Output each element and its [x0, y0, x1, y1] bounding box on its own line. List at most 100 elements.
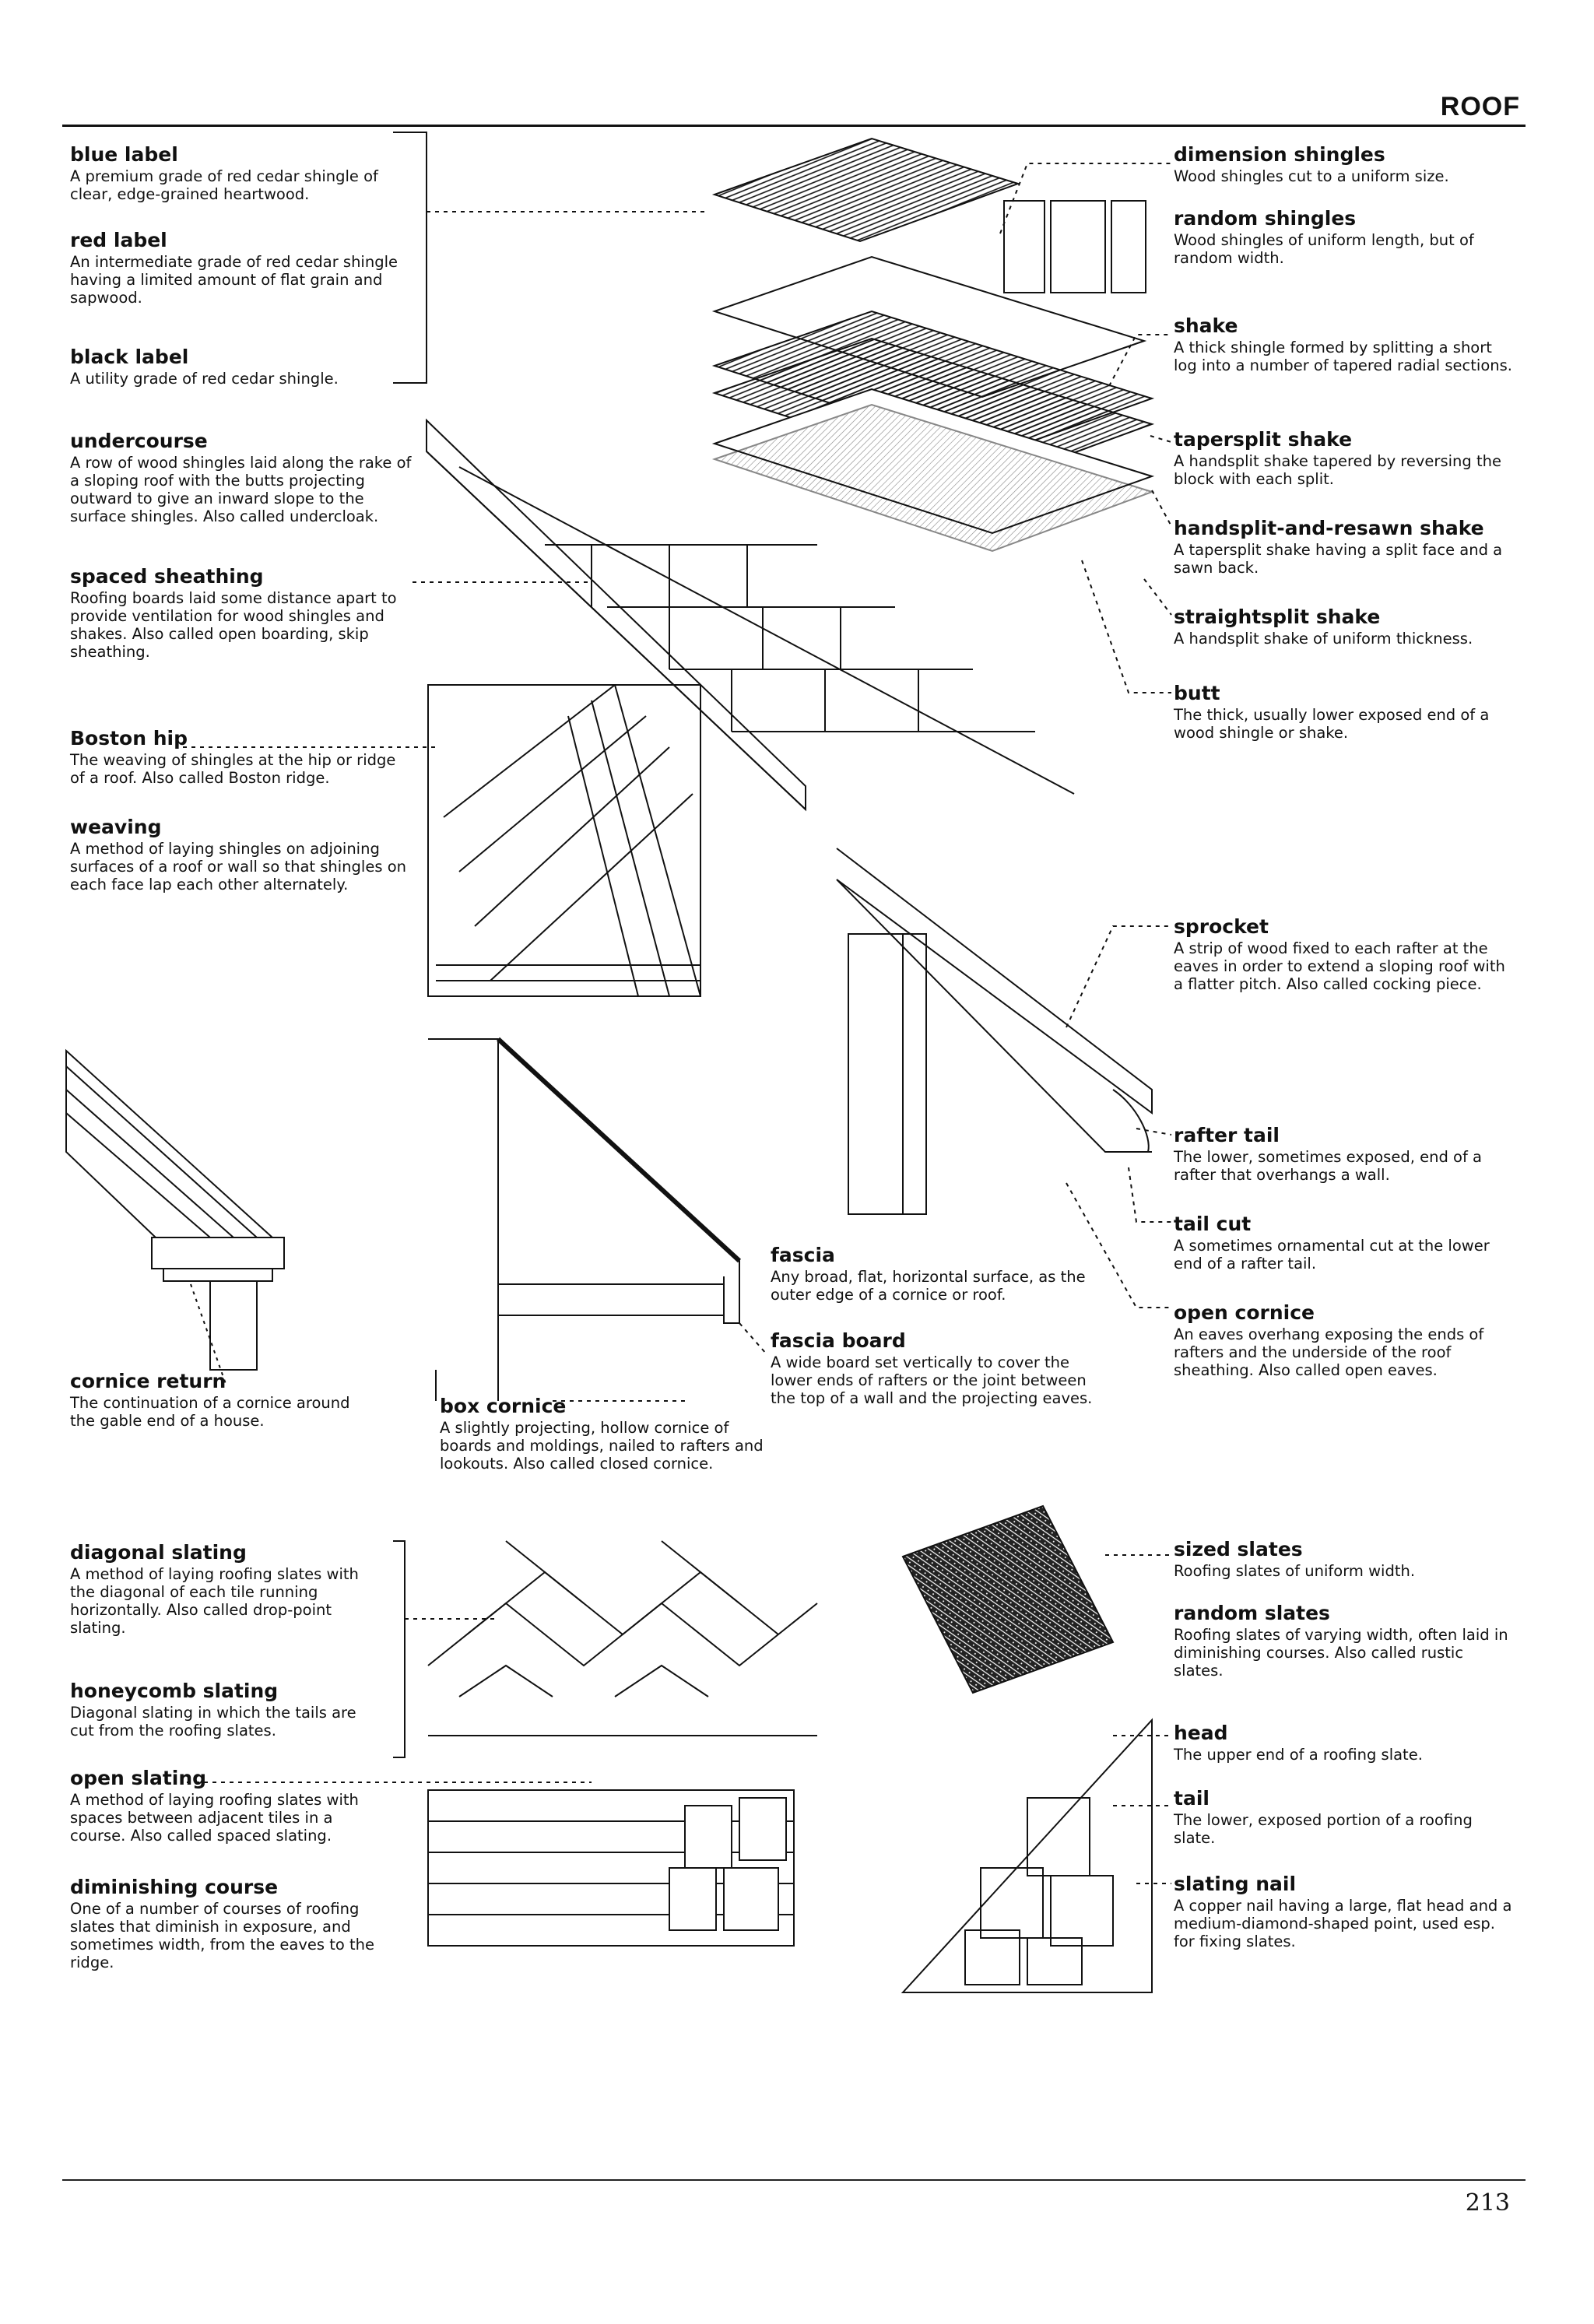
entry-blue-label: blue label A premium grade of red cedar …	[70, 143, 405, 203]
term: random slates	[1174, 1602, 1330, 1624]
definition: A slightly projecting, hollow cornice of…	[440, 1419, 764, 1473]
entry-tail-cut: tail cut A sometimes ornamental cut at t…	[1174, 1213, 1516, 1273]
entry-fascia-board: fascia board A wide board set vertically…	[771, 1329, 1097, 1407]
definition: One of a number of courses of roofing sl…	[70, 1900, 375, 1971]
definition: Diagonal slating in which the tails are …	[70, 1704, 356, 1739]
definition: An intermediate grade of red cedar shing…	[70, 253, 398, 307]
term: spaced sheathing	[70, 565, 264, 588]
entry-spaced-sheathing: spaced sheathing Roofing boards laid som…	[70, 565, 413, 661]
entry-straightsplit-shake: straightsplit shake A handsplit shake of…	[1174, 606, 1516, 648]
term: tapersplit shake	[1174, 428, 1353, 451]
sized-slate-drawing	[901, 1504, 1115, 1694]
entry-cornice-return: cornice return The continuation of a cor…	[70, 1370, 366, 1430]
entry-open-cornice: open cornice An eaves overhang exposing …	[1174, 1301, 1516, 1379]
definition: A method of laying roofing slates with s…	[70, 1791, 359, 1845]
entry-slating-nail: slating nail A copper nail having a larg…	[1174, 1873, 1516, 1950]
definition: The thick, usually lower exposed end of …	[1174, 706, 1490, 742]
term: open slating	[70, 1767, 207, 1789]
definition: The lower, sometimes exposed, end of a r…	[1174, 1148, 1482, 1184]
entry-tapersplit-shake: tapersplit shake A handsplit shake taper…	[1174, 428, 1516, 488]
definition: Roofing slates of varying width, often l…	[1174, 1626, 1508, 1680]
entry-butt: butt The thick, usually lower exposed en…	[1174, 682, 1516, 742]
definition: An eaves overhang exposing the ends of r…	[1174, 1325, 1484, 1379]
entry-diminishing-course: diminishing course One of a number of co…	[70, 1876, 381, 1971]
term: blue label	[70, 143, 178, 166]
open-cornice-drawing	[836, 848, 1153, 1215]
definition: Wood shingles cut to a uniform size.	[1174, 167, 1449, 185]
term: box cornice	[440, 1395, 567, 1417]
definition: Any broad, flat, horizontal surface, as …	[771, 1268, 1086, 1304]
entry-handsplit-and-resawn-shake: handsplit-and-resawn shake A tapersplit …	[1174, 517, 1516, 577]
entry-weaving: weaving A method of laying shingles on a…	[70, 816, 413, 893]
term: sprocket	[1174, 915, 1269, 938]
open-slating-drawing	[427, 1789, 795, 1947]
term: head	[1174, 1722, 1228, 1744]
term: fascia board	[771, 1329, 906, 1352]
term: slating nail	[1174, 1873, 1297, 1895]
label-bracket	[393, 132, 427, 384]
slating-slope-drawing	[901, 1718, 1153, 1993]
entry-box-cornice: box cornice A slightly projecting, hollo…	[440, 1395, 767, 1473]
definition: A copper nail having a large, flat head …	[1174, 1897, 1512, 1950]
term: honeycomb slating	[70, 1680, 279, 1702]
term: fascia	[771, 1244, 835, 1266]
entry-head: head The upper end of a roofing slate.	[1174, 1722, 1516, 1764]
definition: The upper end of a roofing slate.	[1174, 1746, 1423, 1764]
entry-dimension-shingles: dimension shingles Wood shingles cut to …	[1174, 143, 1516, 185]
definition: A row of wood shingles laid along the ra…	[70, 454, 412, 525]
entry-undercourse: undercourse A row of wood shingles laid …	[70, 430, 413, 525]
term: cornice return	[70, 1370, 226, 1392]
definition: Roofing slates of uniform width.	[1174, 1562, 1416, 1580]
definition: A tapersplit shake having a split face a…	[1174, 541, 1503, 577]
footer-rule	[62, 2179, 1526, 2181]
term: weaving	[70, 816, 162, 838]
section-title: ROOF	[1440, 92, 1520, 121]
dimension-shingle-drawing	[711, 137, 1021, 243]
entry-honeycomb-slating: honeycomb slating Diagonal slating in wh…	[70, 1680, 381, 1739]
term: undercourse	[70, 430, 208, 452]
entry-black-label: black label A utility grade of red cedar…	[70, 346, 405, 388]
entry-diagonal-slating: diagonal slating A method of laying roof…	[70, 1541, 381, 1637]
term: tail	[1174, 1787, 1210, 1810]
definition: A sometimes ornamental cut at the lower …	[1174, 1237, 1490, 1273]
entry-open-slating: open slating A method of laying roofing …	[70, 1767, 381, 1845]
term: handsplit-and-resawn shake	[1174, 517, 1484, 539]
undercourse-drawing	[426, 418, 1075, 812]
diagonal-slating-drawing	[427, 1540, 818, 1736]
definition: Wood shingles of uniform length, but of …	[1174, 231, 1474, 267]
definition: A wide board set vertically to cover the…	[771, 1353, 1093, 1407]
term: Boston hip	[70, 727, 188, 750]
definition: A handsplit shake tapered by reversing t…	[1174, 452, 1501, 488]
definition: The continuation of a cornice around the…	[70, 1394, 350, 1430]
entry-boston-hip: Boston hip The weaving of shingles at th…	[70, 727, 413, 787]
term: diminishing course	[70, 1876, 279, 1898]
boston-hip-drawing	[427, 684, 701, 997]
term: dimension shingles	[1174, 143, 1385, 166]
entry-sized-slates: sized slates Roofing slates of uniform w…	[1174, 1538, 1516, 1580]
cornice-return-drawing	[65, 1048, 285, 1371]
definition: The weaving of shingles at the hip or ri…	[70, 751, 396, 787]
header-rule	[62, 125, 1526, 127]
definition: A handsplit shake of uniform thickness.	[1174, 630, 1473, 648]
page-number: 213	[1465, 2189, 1510, 2217]
definition: A utility grade of red cedar shingle.	[70, 370, 339, 388]
term: red label	[70, 229, 167, 251]
box-cornice-drawing	[428, 1037, 742, 1401]
entry-rafter-tail: rafter tail The lower, sometimes exposed…	[1174, 1124, 1516, 1184]
entry-fascia: fascia Any broad, flat, horizontal surfa…	[771, 1244, 1097, 1304]
term: diagonal slating	[70, 1541, 247, 1564]
term: shake	[1174, 314, 1238, 337]
definition: A thick shingle formed by splitting a sh…	[1174, 339, 1512, 374]
term: rafter tail	[1174, 1124, 1280, 1146]
term: random shingles	[1174, 207, 1357, 230]
entry-random-shingles: random shingles Wood shingles of uniform…	[1174, 207, 1516, 267]
term: tail cut	[1174, 1213, 1252, 1235]
random-shingles-drawing	[1003, 200, 1146, 293]
definition: A premium grade of red cedar shingle of …	[70, 167, 378, 203]
definition: The lower, exposed portion of a roofing …	[1174, 1811, 1473, 1847]
entry-random-slates: random slates Roofing slates of varying …	[1174, 1602, 1516, 1680]
entry-shake: shake A thick shingle formed by splittin…	[1174, 314, 1516, 374]
term: black label	[70, 346, 189, 368]
entry-red-label: red label An intermediate grade of red c…	[70, 229, 405, 307]
